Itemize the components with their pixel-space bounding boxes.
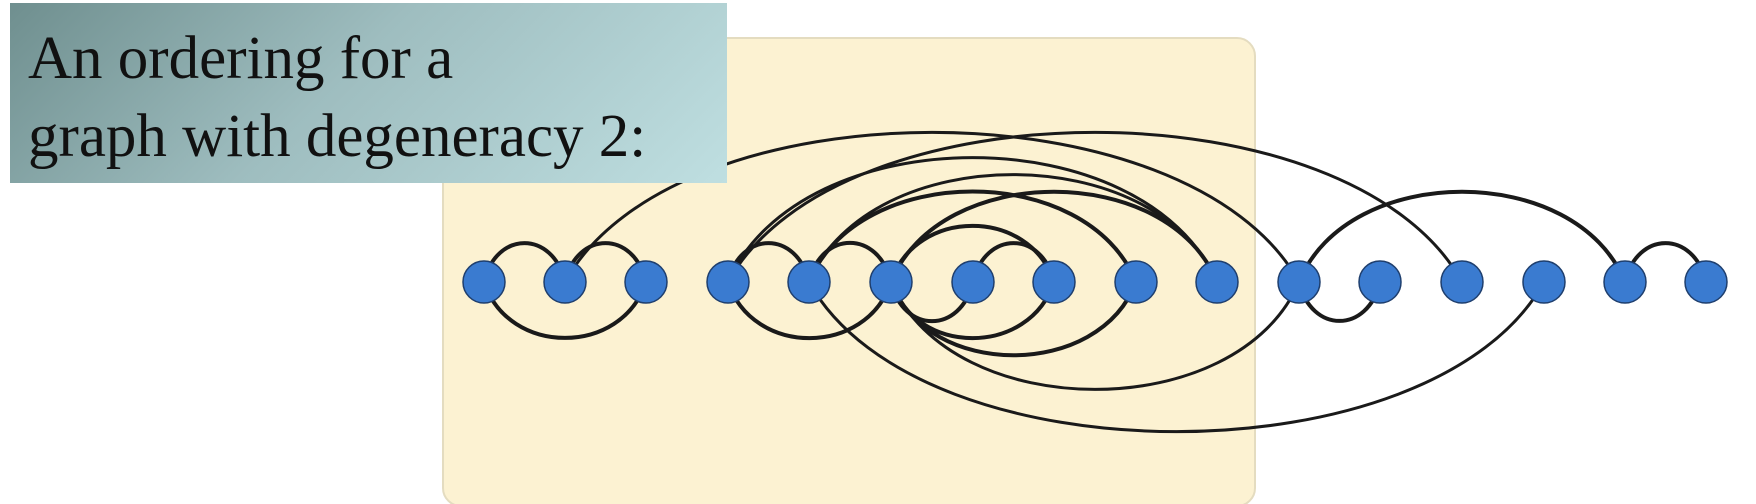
graph-edge	[482, 280, 648, 340]
graph-node	[543, 260, 587, 304]
graph-node	[706, 260, 750, 304]
graph-node	[1114, 260, 1158, 304]
graph-node	[951, 260, 995, 304]
graph-node	[1032, 260, 1076, 304]
graph-node	[787, 260, 831, 304]
title-line-1: An ordering for a	[28, 25, 454, 92]
title-box: An ordering for a graph with degeneracy …	[10, 3, 727, 183]
graph-node	[1440, 260, 1484, 304]
graph-node	[1277, 260, 1321, 304]
graph-edge	[563, 130, 1301, 284]
graph-node	[462, 260, 506, 304]
graph-node	[624, 260, 668, 304]
graph-node	[1603, 260, 1647, 304]
graph-edge	[726, 280, 893, 340]
graph-edge	[726, 130, 1464, 284]
node-layer	[462, 260, 1728, 304]
graph-edge	[1297, 189, 1627, 284]
graph-node	[869, 260, 913, 304]
graph-node	[1522, 260, 1566, 304]
graph-edge	[889, 189, 1219, 284]
graph-node	[1358, 260, 1402, 304]
title-line-2: graph with degeneracy 2:	[28, 103, 647, 170]
graph-node	[1684, 260, 1728, 304]
graph-node	[1195, 260, 1239, 304]
graph-edge	[807, 280, 1546, 434]
graph-edge	[889, 280, 1301, 391]
